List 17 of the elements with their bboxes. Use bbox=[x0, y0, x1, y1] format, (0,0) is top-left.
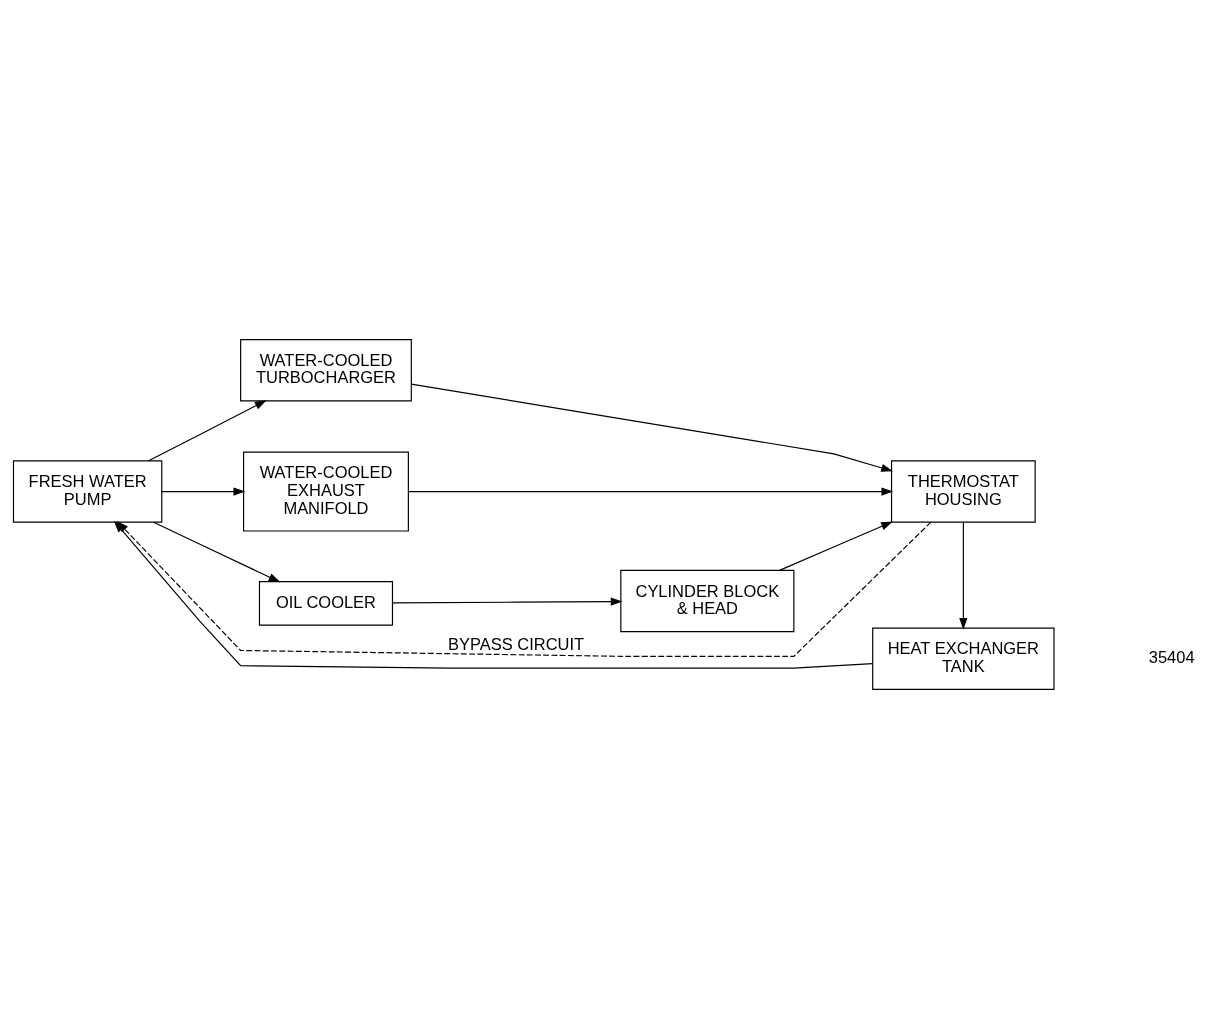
node-box: WATER-COOLED EXHAUST MANIFOLD bbox=[243, 451, 409, 532]
arrow bbox=[959, 521, 968, 630]
label: 35404 bbox=[1148, 648, 1195, 667]
node-box: FRESH WATER PUMP bbox=[12, 460, 163, 523]
edge-label: BYPASS CIRCUIT bbox=[448, 634, 585, 653]
arrow bbox=[407, 487, 894, 496]
node-box: CYLINDER BLOCK & HEAD bbox=[620, 569, 795, 633]
arrow bbox=[778, 521, 893, 571]
node-box: HEAT EXCHANGER TANK bbox=[872, 627, 1055, 690]
arrow bbox=[392, 597, 623, 606]
node-box: WATER-COOLED TURBOCHARGER bbox=[240, 339, 412, 402]
node-box: OIL COOLER bbox=[258, 581, 394, 626]
arrow bbox=[153, 521, 281, 583]
arrow bbox=[410, 383, 893, 472]
arrow bbox=[148, 400, 267, 462]
node-box: THERMOSTAT HOUSING bbox=[890, 460, 1036, 523]
arrow bbox=[161, 487, 246, 496]
